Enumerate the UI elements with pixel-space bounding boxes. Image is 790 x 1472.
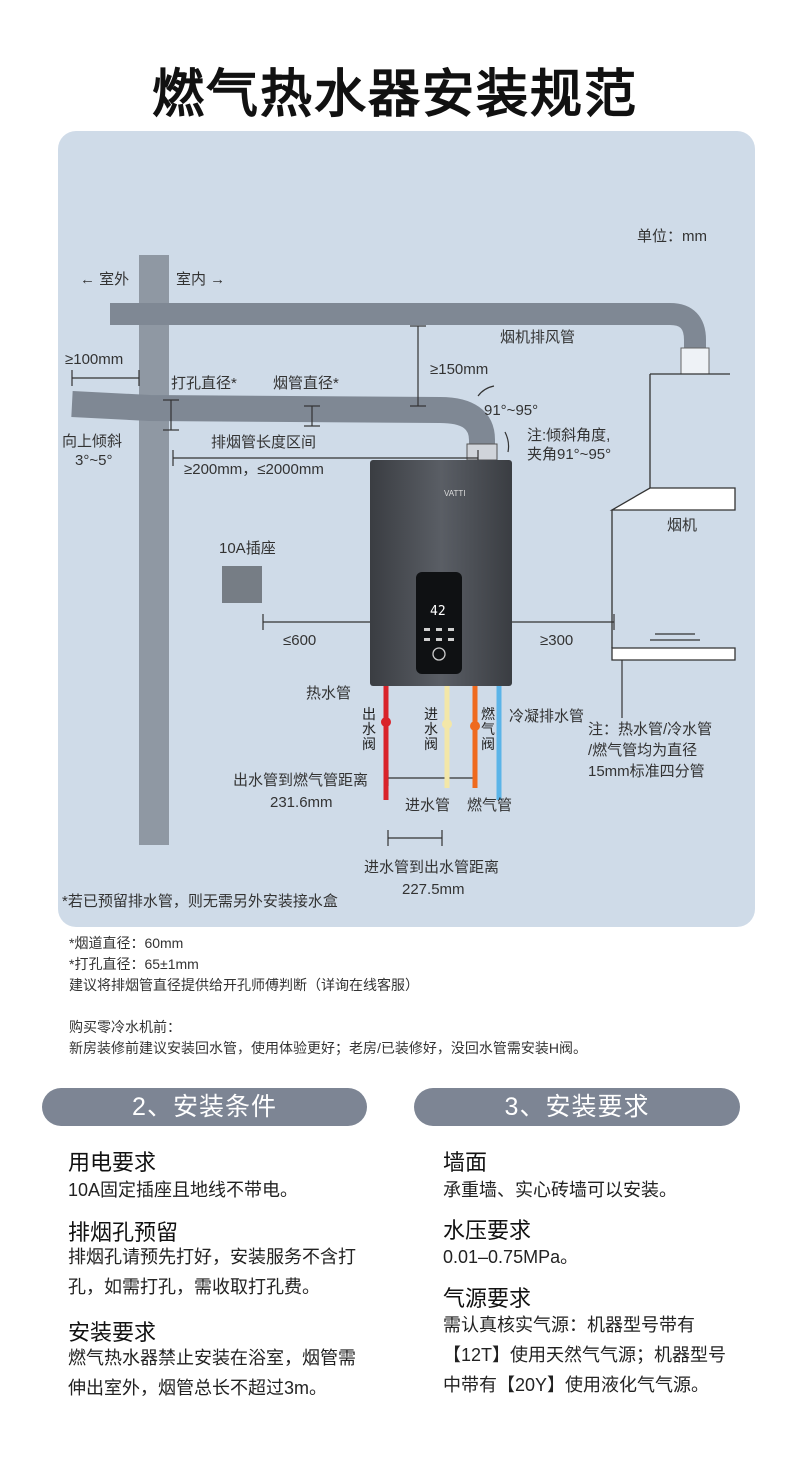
cold-water-text: 新房装修前建议安装回水管，使用体验更好；老房/已装修好，没回水管需安装H阀。 [69, 1040, 587, 1056]
page-title: 燃气热水器安装规范 [151, 65, 638, 125]
flue-diameter-note: *烟道直径：60mm [69, 935, 184, 951]
section3-heading-gas: 气源要求 [443, 1286, 532, 1311]
brand-logo: VATTI [444, 489, 466, 498]
heater-control-panel [416, 572, 462, 674]
angle-note-1: 注:倾斜角度, [527, 427, 611, 444]
dist-out-gas-label: 出水管到燃气管距离 [233, 772, 369, 789]
section2-heading-exhaust: 排烟孔预留 [68, 1220, 179, 1245]
section3-text-gas: 需认真核实气源：机器型号带有【12T】使用天然气气源；机器型号中带有【20Y】使… [443, 1315, 727, 1395]
inlet-pipe-label: 进水管 [405, 797, 451, 814]
gas-valve-icon [470, 721, 480, 731]
display-value: 42 [430, 604, 446, 619]
section3-text-wall: 承重墙、实心砖墙可以安装。 [443, 1180, 677, 1200]
section3-title: 3、安装要求 [414, 1088, 740, 1126]
dist-out-gas-value: 231.6mm [270, 794, 333, 811]
section2-text-power: 10A固定插座且地线不带电。 [68, 1180, 299, 1200]
section2-title: 2、安装条件 [42, 1088, 367, 1126]
range-hood [609, 373, 736, 661]
section2-heading-install: 安装要求 [68, 1320, 157, 1345]
fan-pipe-label: 烟机排风管 [500, 329, 576, 346]
range-hood-label: 烟机 [667, 517, 698, 534]
outlet-valve-icon [381, 717, 391, 727]
inlet-valve-label: 进水阀 [424, 706, 438, 752]
cold-water-header: 购买零冷水机前： [69, 1019, 181, 1035]
condensate-pipe-label: 冷凝排水管 [509, 708, 585, 725]
power-button-icon [432, 647, 446, 661]
socket-10a [222, 566, 262, 603]
tilt-label-1: 向上倾斜 [62, 433, 123, 450]
pipe-diameter-label: 烟管直径* [273, 375, 339, 392]
angle-note-2: 夹角91°~95° [527, 446, 612, 463]
outside-label: ← 室外 [80, 271, 130, 288]
dist-100-label: ≥100mm [65, 351, 124, 368]
wall [139, 255, 169, 845]
pipe-note-3: 15mm标准四分管 [588, 763, 705, 780]
dist-in-out-value: 227.5mm [402, 881, 465, 898]
pipe-note-1: 注：热水管/冷水管 [588, 721, 713, 738]
outlet-valve-label: 出水阀 [362, 706, 376, 752]
exhaust-pipe [71, 391, 495, 453]
socket-label: 10A插座 [219, 540, 276, 557]
advice-note: 建议将排烟管直径提供给开孔师傅判断（详询在线客服） [69, 977, 419, 993]
section3-heading-wall: 墙面 [443, 1150, 488, 1175]
exhaust-range-label: 排烟管长度区间 [211, 434, 317, 451]
inside-label: 室内 → [176, 271, 226, 288]
dist-in-out-label: 进水管到出水管距离 [364, 859, 500, 876]
section2-text-install: 燃气热水器禁止安装在浴室，烟管需伸出室外，烟管总长不超过3m。 [68, 1348, 356, 1398]
section3-heading-pressure: 水压要求 [443, 1218, 532, 1243]
duct-collar [680, 347, 710, 375]
section2-heading-power: 用电要求 [68, 1150, 157, 1175]
dist-150-label: ≥150mm [430, 361, 489, 378]
gas-valve-label: 燃气阀 [481, 706, 495, 752]
dist-300-label: ≥300 [540, 632, 574, 649]
dist-600-label: ≤600 [283, 632, 317, 649]
drain-note: *若已预留排水管，则无需另外安装接水盒 [62, 893, 338, 910]
hot-pipe-label: 热水管 [306, 685, 352, 702]
inlet-valve-icon [442, 719, 452, 729]
hole-diameter-note: *打孔直径：65±1mm [69, 956, 199, 972]
hole-diameter-label: 打孔直径* [171, 375, 237, 392]
angle-label: 91°~95° [484, 402, 539, 419]
section2-text-exhaust: 排烟孔请预先打好，安装服务不含打孔，如需打孔，需收取打孔费。 [68, 1247, 356, 1297]
pipe-note-2: /燃气管均为直径 [588, 742, 698, 759]
tilt-label-2: 3°~5° [75, 452, 113, 469]
unit-label: 单位：mm [637, 228, 707, 245]
gas-pipe-label: 燃气管 [467, 797, 513, 814]
exhaust-range-value: ≥200mm，≤2000mm [184, 461, 324, 478]
range-hood-duct [110, 303, 706, 352]
section3-text-pressure: 0.01–0.75MPa。 [443, 1247, 579, 1267]
